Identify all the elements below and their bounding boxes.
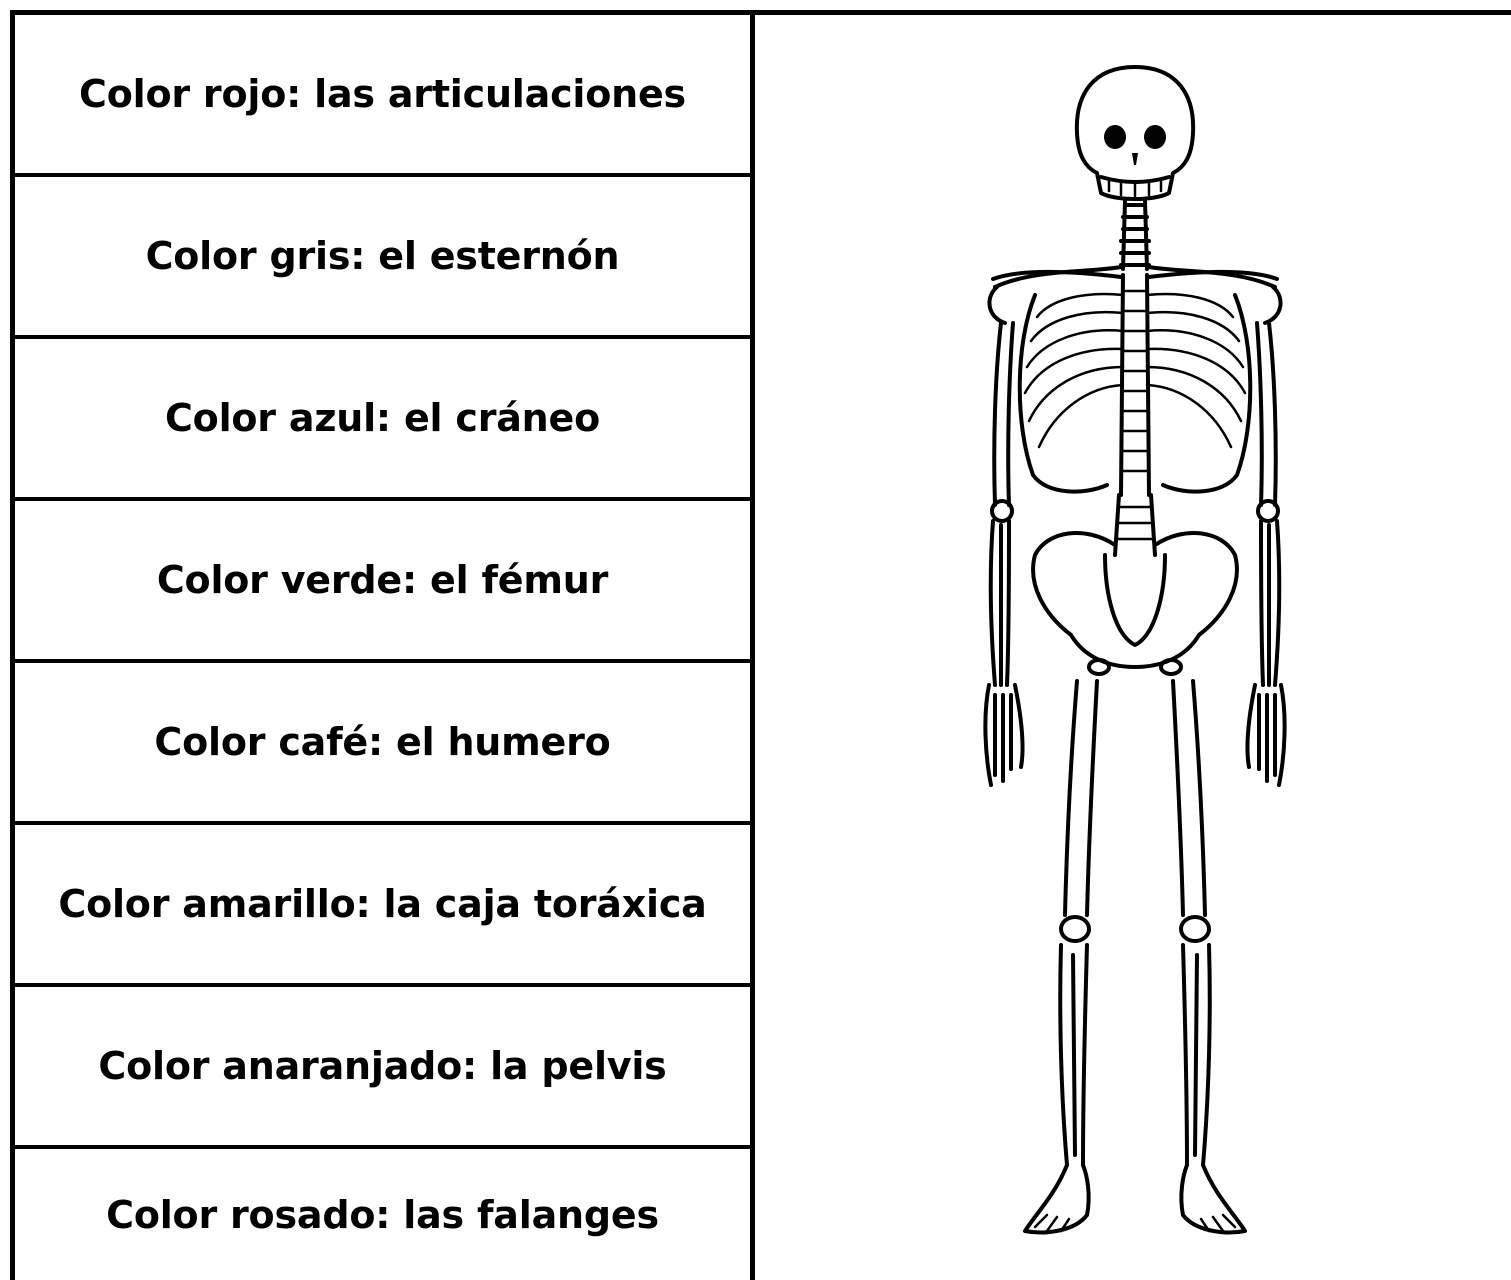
color-legend-column: Color rojo: las articulaciones Color gri… [15, 15, 755, 1280]
legend-label: Color rojo: las articulaciones [79, 72, 686, 116]
legend-row: Color amarillo: la caja toráxica [15, 825, 750, 987]
skeleton-icon [975, 55, 1295, 1255]
legend-label: Color anaranjado: la pelvis [98, 1044, 666, 1088]
illustration-column [755, 15, 1511, 1280]
worksheet: Color rojo: las articulaciones Color gri… [10, 10, 1511, 1280]
legend-label: Color azul: el cráneo [165, 396, 600, 440]
legend-label: Color amarillo: la caja toráxica [58, 882, 706, 926]
legend-row: Color rojo: las articulaciones [15, 15, 750, 177]
legend-row: Color anaranjado: la pelvis [15, 987, 750, 1149]
legend-row: Color azul: el cráneo [15, 339, 750, 501]
legend-row: Color gris: el esternón [15, 177, 750, 339]
legend-label: Color gris: el esternón [146, 234, 620, 278]
legend-label: Color rosado: las falanges [106, 1193, 659, 1237]
legend-label: Color café: el humero [154, 720, 610, 764]
legend-row: Color rosado: las falanges [15, 1149, 750, 1280]
legend-row: Color café: el humero [15, 663, 750, 825]
legend-label: Color verde: el fémur [157, 558, 608, 602]
legend-row: Color verde: el fémur [15, 501, 750, 663]
